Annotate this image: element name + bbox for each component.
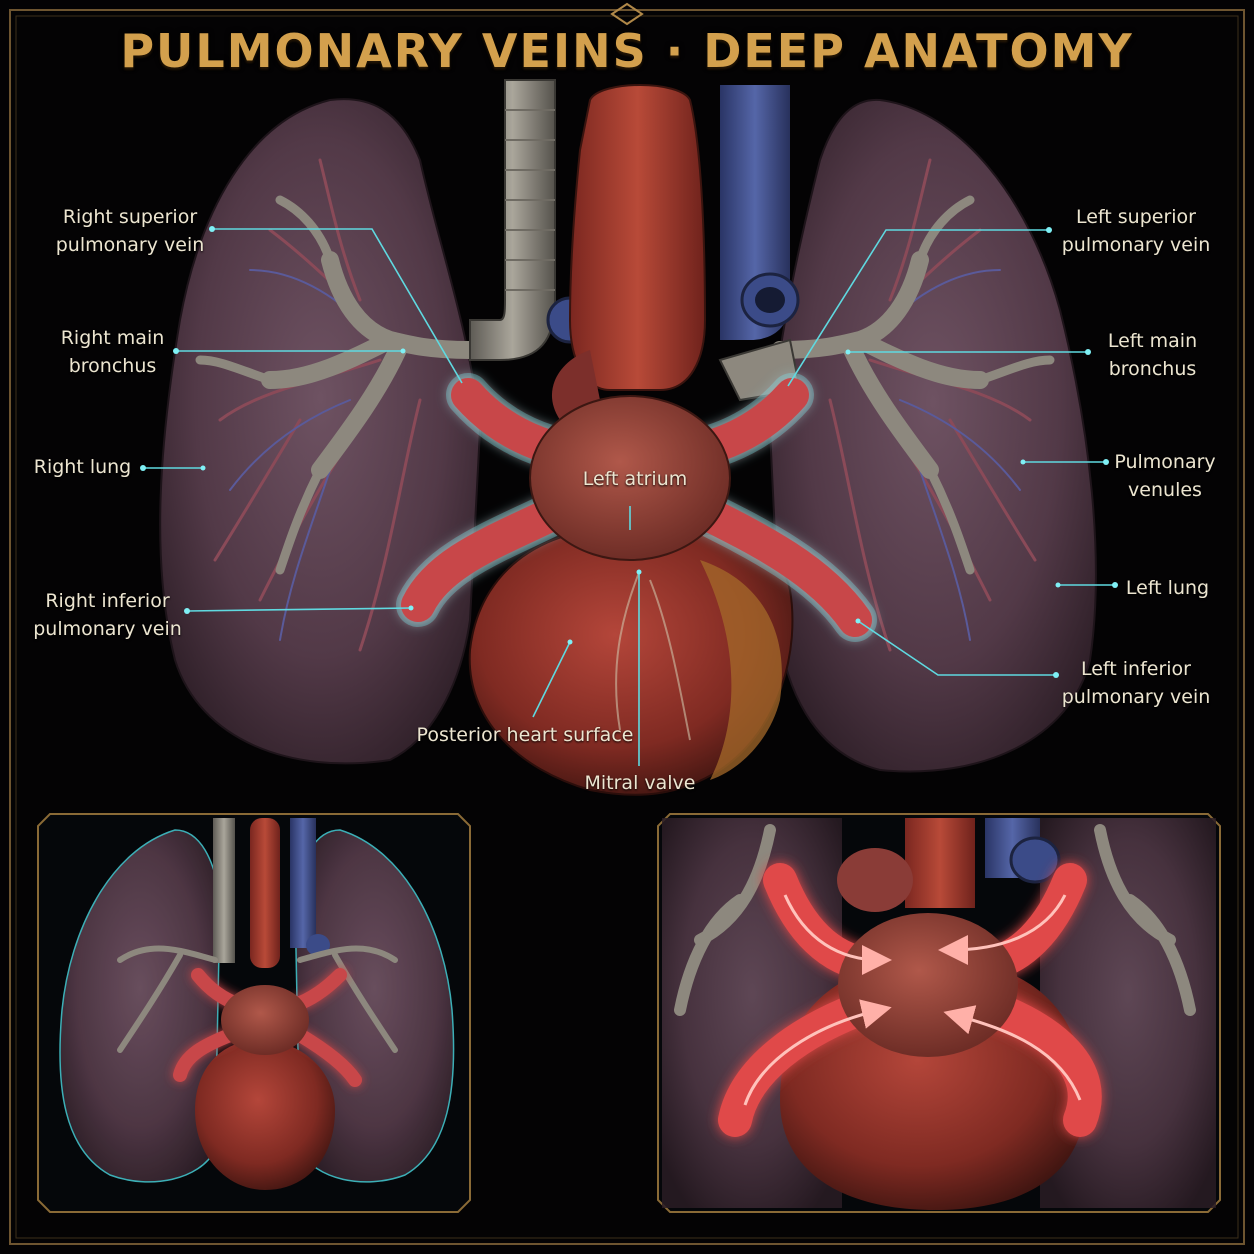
trachea-shape	[469, 79, 556, 361]
leader-lines	[143, 228, 1115, 766]
label-line: Right lung	[33, 456, 132, 478]
label-posterior-heart-surface: Posterior heart surface	[405, 721, 645, 749]
label-line: Right inferior	[45, 590, 170, 612]
label-line: Left lung	[1125, 577, 1210, 599]
bronchial-tree	[195, 195, 1055, 575]
label-line: venules	[1128, 479, 1202, 501]
label-line: bronchus	[68, 355, 157, 377]
diamond-ornament-icon	[610, 2, 644, 26]
label-line: Pulmonary	[1114, 451, 1216, 473]
label-line: Left atrium	[582, 468, 688, 490]
page-title: PULMONARY VEINS · DEEP ANATOMY	[120, 24, 1134, 78]
label-line: Left superior	[1075, 206, 1196, 228]
leader-left-superior-pulmonary-vein	[787, 229, 1049, 387]
label-line: Posterior heart surface	[416, 724, 634, 746]
label-line: bronchus	[1108, 358, 1197, 380]
leader-dots	[140, 226, 1118, 678]
leader-left-inferior-pulmonary-vein	[857, 620, 1056, 676]
trachea-rings	[505, 109, 555, 291]
label-line: Right main	[60, 327, 165, 349]
label-line: Left main	[1107, 330, 1198, 352]
aorta-shape	[568, 84, 707, 391]
label-right-main-bronchus: Right main bronchus	[40, 324, 185, 380]
svc-lumen	[755, 287, 785, 313]
label-line: pulmonary vein	[33, 618, 182, 640]
label-left-main-bronchus: Left main bronchus	[1085, 327, 1220, 383]
label-right-inferior-pulmonary-vein: Right inferior pulmonary vein	[25, 587, 190, 643]
label-mitral-valve: Mitral valve	[575, 769, 705, 797]
left-atrium-shape	[529, 395, 731, 561]
flow-arrow-icon	[743, 894, 1082, 1106]
leader-posterior-heart-surface	[532, 641, 571, 718]
label-left-inferior-pulmonary-vein: Left inferior pulmonary vein	[1051, 655, 1221, 711]
mitral-valve-chordae	[615, 569, 691, 741]
label-line: pulmonary vein	[55, 234, 205, 256]
label-line: pulmonary vein	[1061, 686, 1211, 708]
label-left-superior-pulmonary-vein: Left superior pulmonary vein	[1051, 203, 1221, 259]
label-line: pulmonary vein	[1061, 234, 1211, 256]
label-line: Left inferior	[1080, 658, 1191, 680]
label-left-lung: Left lung	[1115, 574, 1220, 602]
pulmonary-trunk-shape	[551, 350, 600, 420]
right-lung-shape	[159, 98, 482, 765]
label-right-superior-pulmonary-vein: Right superior pulmonary vein	[45, 203, 215, 259]
leader-right-superior-pulmonary-vein	[212, 228, 463, 384]
main-anatomy-view	[159, 79, 1097, 796]
label-line: Right superior	[62, 206, 198, 228]
outer-frame	[9, 2, 1245, 1245]
epicardial-fat	[700, 560, 782, 780]
label-pulmonary-venules: Pulmonary venules	[1105, 448, 1225, 504]
inset-overview	[37, 813, 471, 1213]
label-line: Mitral valve	[584, 772, 696, 794]
label-left-atrium: Left atrium	[570, 465, 700, 493]
leader-right-inferior-pulmonary-vein	[186, 607, 412, 612]
inset-blood-flow	[657, 813, 1221, 1213]
label-right-lung: Right lung	[25, 453, 140, 481]
